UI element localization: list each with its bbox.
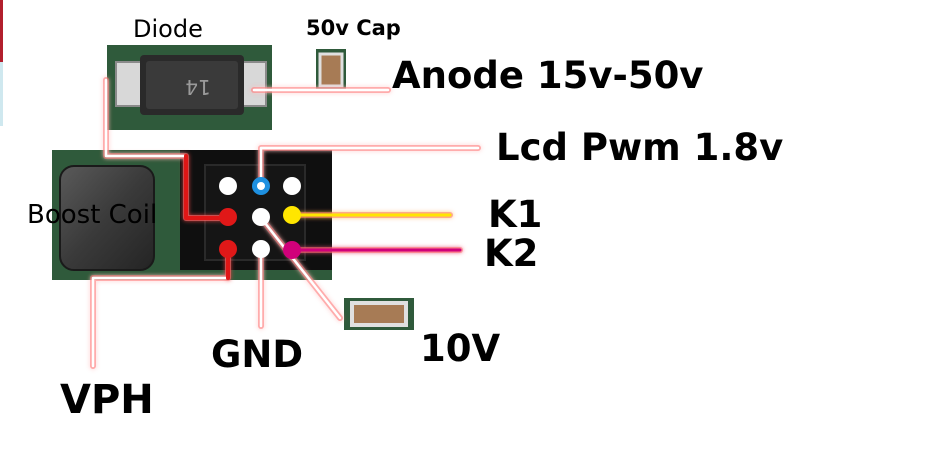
left-edge-light [0, 62, 3, 126]
pin-vph [219, 240, 237, 258]
lcd-pwm-label: Lcd Pwm 1.8v [496, 126, 784, 169]
anode-label: Anode 15v-50v [392, 54, 704, 97]
diode-marking: 14 [185, 75, 210, 99]
boost-coil-label: Boost Coil [27, 200, 158, 230]
pin-10v [252, 208, 270, 226]
pin-k2 [283, 241, 301, 259]
diode-label: Diode [133, 15, 203, 43]
10v-label: 10V [420, 327, 501, 370]
left-edge-red [0, 0, 3, 62]
vph-label: VPH [60, 377, 154, 423]
boost-coil-component [52, 152, 160, 276]
k2-label: K2 [484, 232, 539, 275]
pin-boost [219, 208, 237, 226]
cap-10v-component [344, 298, 414, 330]
connector-pins [219, 177, 301, 259]
pin-top-left [219, 177, 237, 195]
pin-k1 [283, 206, 301, 224]
diode-component: 14 [107, 45, 272, 130]
wires [90, 77, 481, 369]
pin-top-right [283, 177, 301, 195]
cap-50v-label: 50v Cap [306, 16, 401, 40]
cap-50v-component [316, 49, 346, 91]
k1-label: K1 [488, 193, 543, 236]
pin-gnd [252, 240, 270, 258]
gnd-label: GND [211, 333, 304, 376]
